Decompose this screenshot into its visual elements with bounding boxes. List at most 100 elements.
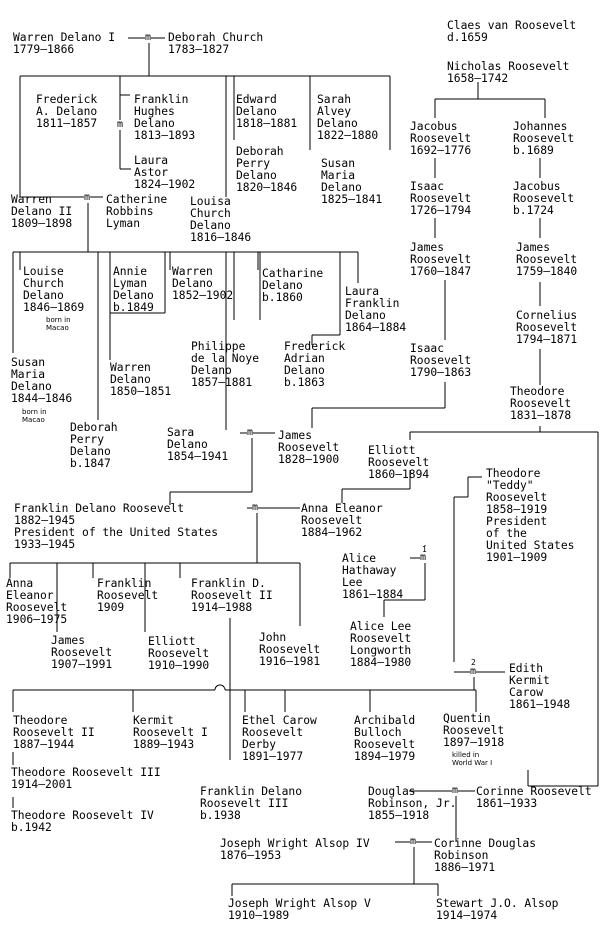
person-susan-maria-delano-1844-line: Delano <box>11 380 52 393</box>
person-james-roosevelt-1759-line: 1759–1840 <box>516 265 578 278</box>
person-laura-franklin-delano-line: Delano <box>345 309 386 322</box>
person-franklin-delano-roosevelt-line: 1882–1945 <box>14 514 76 527</box>
person-elliott-roosevelt-1910-line: 1910–1990 <box>148 659 210 672</box>
person-isaac-roosevelt-1726-line: Roosevelt <box>410 192 472 205</box>
person-annie-lyman-delano-line: Lyman <box>113 277 148 290</box>
person-sara-delano-line: Delano <box>167 438 208 451</box>
person-theodore-teddy-roosevelt-line: Theodore <box>486 467 541 480</box>
person-alice-hathaway-lee-line: Hathaway <box>342 564 397 577</box>
person-warren-delano-1850-line: 1850–1851 <box>110 385 172 398</box>
person-cornelius-roosevelt-line: Roosevelt <box>516 321 578 334</box>
person-annie-lyman-delano-line: b.1849 <box>113 301 154 314</box>
person-sarah-alvey-delano-line: Sarah <box>317 93 352 106</box>
person-louise-church-delano-1846-line: Church <box>23 277 64 290</box>
note-killed-in-world-war-i-line: World War I <box>452 759 493 767</box>
person-anna-eleanor-roosevelt-1906-line: Eleanor <box>6 589 54 602</box>
person-nicholas-roosevelt-line: Nicholas Roosevelt <box>447 60 570 73</box>
person-douglas-robinson-line: Douglas <box>368 785 416 798</box>
person-frederick-adrian-delano-line: Adrian <box>284 352 325 365</box>
person-joseph-wright-alsop-v-line: 1910–1989 <box>228 909 290 922</box>
marriage-marker: m <box>145 32 152 43</box>
person-franklin-delano-roosevelt-iii-line: Franklin Delano <box>200 785 303 798</box>
person-cornelius-roosevelt-line: 1794–1871 <box>516 333 578 346</box>
marriage-marker: m <box>117 119 124 130</box>
person-franklin-delano-roosevelt-line: Franklin Delano Roosevelt <box>14 502 185 515</box>
person-warren-delano-i-line: 1779–1866 <box>13 43 75 56</box>
person-isaac-roosevelt-1790-line: Roosevelt <box>410 354 472 367</box>
person-jacobus-roosevelt-1692-line: 1692–1776 <box>410 144 472 157</box>
person-catharine-delano-line: Catharine <box>262 267 324 280</box>
person-archibald-bulloch-roosevelt-line: 1894–1979 <box>354 750 416 763</box>
person-frederick-adrian-delano-line: Frederick <box>284 340 346 353</box>
person-james-roosevelt-1828-line: 1828–1900 <box>278 453 340 466</box>
person-frederick-delano-line: 1811–1857 <box>36 117 98 130</box>
person-catharine-delano-line: Delano <box>262 279 303 292</box>
person-archibald-bulloch-roosevelt-line: Archibald <box>354 714 416 727</box>
person-sara-delano-line: 1854–1941 <box>167 450 229 463</box>
person-edward-delano-line: Delano <box>236 105 277 118</box>
person-theodore-roosevelt-ii-line: Roosevelt II <box>13 726 95 739</box>
person-laura-franklin-delano-line: Laura <box>345 285 380 298</box>
person-jacobus-roosevelt-1692-line: Roosevelt <box>410 132 472 145</box>
person-louisa-church-delano-1816-line: Louisa <box>190 195 231 208</box>
person-johannes-roosevelt-line: Johannes <box>513 120 568 133</box>
person-james-roosevelt-1907-line: Roosevelt <box>51 646 113 659</box>
person-alice-hathaway-lee-line: Lee <box>342 576 363 589</box>
person-catharine-delano-line: b.1860 <box>262 291 303 304</box>
marriage-number: 1 <box>422 545 427 554</box>
person-warren-delano-ii-line: Delano II <box>11 205 73 218</box>
person-franklin-hughes-delano-line: Delano <box>134 117 175 130</box>
person-alice-hathaway-lee-line: Alice <box>342 552 377 565</box>
note-born-macao-line: Macao <box>46 324 69 332</box>
person-warren-delano-1852-line: 1852–1902 <box>172 289 234 302</box>
person-susan-maria-delano-1825-line: Delano <box>321 181 362 194</box>
person-louisa-church-delano-1816-line: 1816–1846 <box>190 231 252 244</box>
person-frederick-adrian-delano-line: b.1863 <box>284 376 325 389</box>
person-kermit-roosevelt-i-line: 1889–1943 <box>133 738 195 751</box>
person-elliott-roosevelt-1860-line: Elliott <box>368 444 416 457</box>
person-susan-maria-delano-1844-line: 1844–1846 <box>11 392 73 405</box>
person-philippe-de-la-noye-delano-line: Delano <box>191 364 232 377</box>
person-ethel-carow-roosevelt-derby-line: Roosevelt <box>242 726 304 739</box>
person-warren-delano-1852-line: Delano <box>172 277 213 290</box>
person-theodore-teddy-roosevelt-line: 1858–1919 <box>486 503 548 516</box>
person-deborah-perry-delano-1820-line: Deborah <box>236 145 284 158</box>
marriage-marker: m <box>247 427 254 438</box>
person-john-roosevelt-line: Roosevelt <box>259 643 321 656</box>
person-james-roosevelt-1828-line: James <box>278 429 313 442</box>
person-catherine-robbins-lyman-line: Robbins <box>106 205 154 218</box>
person-claes-van-roosevelt-line: d.1659 <box>447 31 488 44</box>
person-alice-lee-roosevelt-longworth-line: 1884–1980 <box>350 656 412 669</box>
person-franklin-delano-roosevelt-line: President of the United States <box>14 526 219 539</box>
person-anna-eleanor-roosevelt-1884-line: 1884–1962 <box>301 526 363 539</box>
person-franklin-roosevelt-1909-line: 1909 <box>97 601 125 614</box>
person-nicholas-roosevelt-line: 1658–1742 <box>447 72 509 85</box>
person-franklin-roosevelt-1909-line: Roosevelt <box>97 589 159 602</box>
person-anna-eleanor-roosevelt-1906-line: 1906–1975 <box>6 613 68 626</box>
person-james-roosevelt-1760-line: James <box>410 241 445 254</box>
person-philippe-de-la-noye-delano-line: Philippe <box>191 340 246 353</box>
person-sarah-alvey-delano-line: Alvey <box>317 105 352 118</box>
